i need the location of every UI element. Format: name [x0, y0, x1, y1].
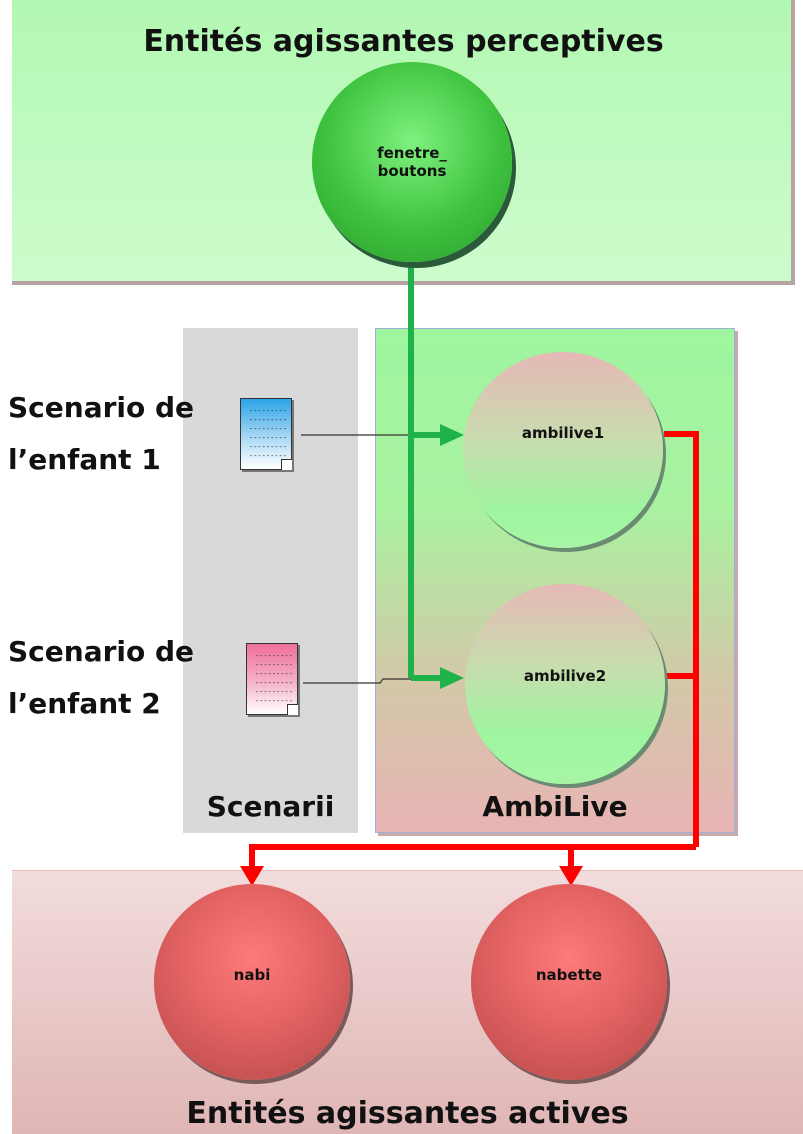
document-lines: --------- --------- --------- --------- …: [249, 407, 287, 460]
node-fenetre-boutons-label: fenetre_ boutons: [377, 144, 447, 180]
node-label-line1: fenetre_: [377, 144, 447, 162]
scenario-2-label: Scenario de l’enfant 2: [8, 626, 194, 730]
scenario-1-line1: Scenario de: [8, 391, 195, 424]
active-entities-panel: [12, 870, 803, 1134]
scenario-1-label: Scenario de l’enfant 1: [8, 382, 194, 486]
node-label-line2: boutons: [377, 162, 447, 180]
scenario-2-document-icon: --------- --------- --------- --------- …: [246, 643, 298, 715]
scenario-1-line2: l’enfant 1: [8, 443, 161, 476]
scenario-2-line1: Scenario de: [8, 635, 195, 668]
node-fenetre-boutons[interactable]: fenetre_ boutons: [312, 62, 512, 262]
perceptive-panel-title: Entités agissantes perceptives: [143, 24, 664, 59]
node-nabette[interactable]: nabette: [471, 884, 667, 1080]
red-bus-line: [249, 844, 696, 868]
scenarii-label: Scenarii: [206, 790, 335, 823]
node-ambilive1[interactable]: ambilive1: [463, 352, 663, 548]
node-ambilive1-label: ambilive1: [521, 424, 605, 442]
document-corner: [287, 704, 298, 715]
node-nabette-label: nabette: [535, 966, 603, 984]
document-corner: [281, 459, 292, 470]
node-ambilive2-label: ambilive2: [523, 667, 607, 685]
scenario-2-line2: l’enfant 2: [8, 687, 161, 720]
document-lines: --------- --------- --------- --------- …: [255, 652, 293, 705]
node-nabi[interactable]: nabi: [154, 884, 350, 1080]
scenario-1-document-icon: --------- --------- --------- --------- …: [240, 398, 292, 470]
node-ambilive2[interactable]: ambilive2: [465, 584, 665, 784]
ambilive-label: AmbiLive: [482, 790, 628, 823]
active-panel-title: Entités agissantes actives: [186, 1096, 629, 1131]
node-nabi-label: nabi: [233, 966, 271, 984]
